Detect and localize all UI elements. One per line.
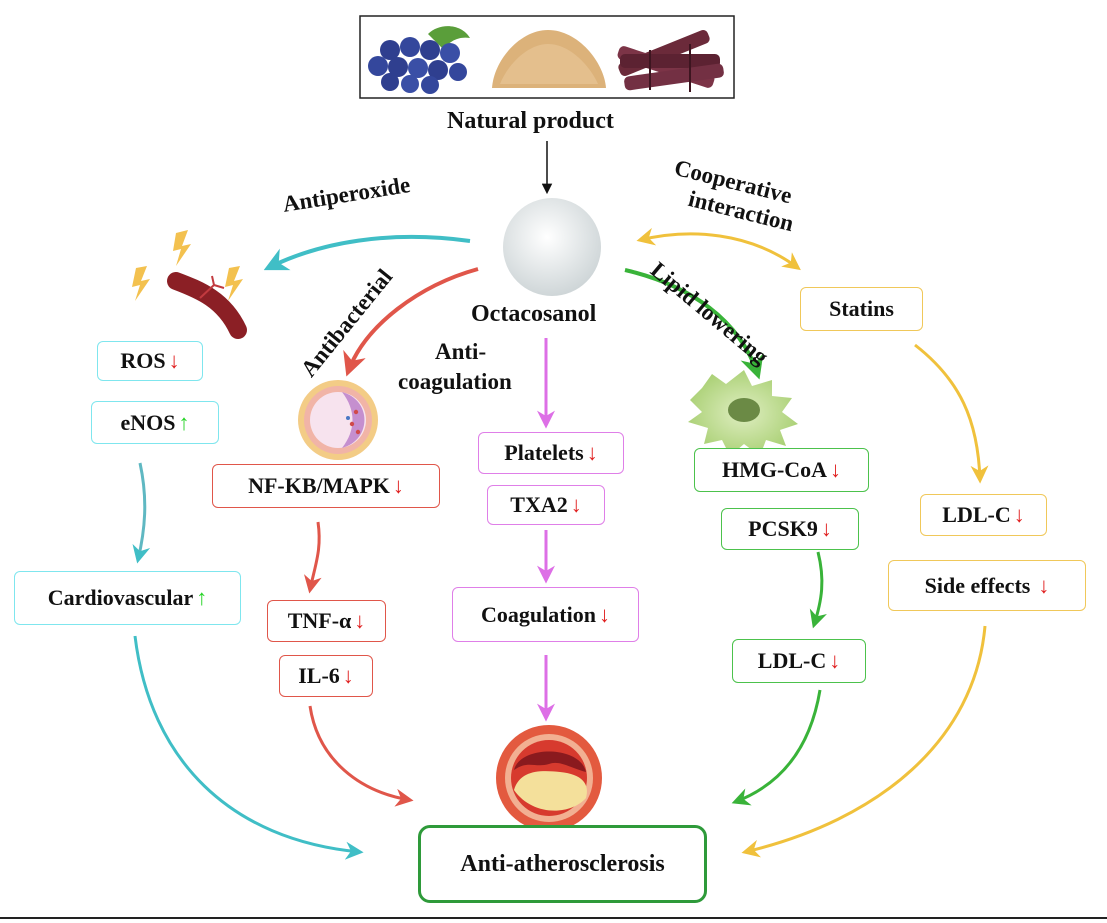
- enos-label: eNOS: [120, 409, 176, 435]
- arrow-lipid-lowering: [624, 268, 764, 380]
- il6-label: IL-6: [298, 663, 340, 688]
- ldlc-lipid-label: LDL-C: [757, 648, 827, 673]
- anticoagulation-label-line1: Anti-: [435, 339, 487, 364]
- ros-box: ROS↓: [97, 341, 203, 381]
- rice-bran-icon: [492, 30, 606, 88]
- nfkb-down-arrow-icon: ↓: [392, 473, 404, 498]
- hmg-coa-box: HMG-CoA↓: [694, 448, 869, 492]
- enos-box: eNOS↑: [91, 401, 219, 444]
- arrow-pcsk9-to-ldlc: [809, 551, 827, 629]
- cardiovascular-label: Cardiovascular: [47, 585, 194, 610]
- ros-label: ROS: [120, 348, 166, 373]
- natural-product-label: Natural product: [447, 108, 614, 134]
- liver-cell-icon: [688, 370, 798, 456]
- txa2-label: TXA2: [510, 492, 568, 517]
- arrow-il6-to-final: [308, 705, 414, 807]
- il6-down-arrow-icon: ↓: [342, 663, 354, 688]
- atherosclerotic-artery-icon: [496, 725, 602, 831]
- ldlc-statins-label: LDL-C: [942, 502, 1011, 527]
- octacosanol-powder-icon: [503, 198, 601, 296]
- ldlc-lipid-down-arrow-icon: ↓: [829, 648, 841, 673]
- cardiovascular-box: Cardiovascular↑: [14, 571, 241, 625]
- tnf-alpha-label: TNF-α: [287, 608, 352, 633]
- pcsk9-down-arrow-icon: ↓: [820, 516, 832, 541]
- arrow-cooperative-interaction: [636, 227, 801, 271]
- arrow-side-effects-to-final: [741, 625, 987, 858]
- grapes-icon: [368, 26, 470, 94]
- artery-cross-section-icon: [298, 380, 378, 460]
- statins-label: Statins: [829, 296, 894, 321]
- sugarcane-icon: [617, 30, 724, 92]
- tnf-down-arrow-icon: ↓: [354, 608, 366, 633]
- arrow-enos-to-cardiovascular: [132, 462, 151, 564]
- arrow-antiperoxide: [263, 234, 471, 271]
- arrow-antibacterial: [343, 267, 479, 377]
- txa2-box: TXA2↓: [487, 485, 605, 525]
- hmg-coa-down-arrow-icon: ↓: [830, 457, 842, 482]
- side-effects-box: Side effects ↓: [888, 560, 1086, 611]
- anti-atherosclerosis-box: Anti-atherosclerosis: [418, 825, 707, 903]
- ldlc-statins-box: LDL-C↓: [920, 494, 1047, 536]
- ldlc-lipid-box: LDL-C↓: [732, 639, 866, 683]
- anticoagulation-label-line2: coagulation: [398, 369, 512, 394]
- ldlc-statins-down-arrow-icon: ↓: [1013, 502, 1025, 527]
- arrow-cardiovascular-to-final: [133, 635, 364, 860]
- arrow-nfkb-to-tnf: [304, 521, 322, 594]
- side-effects-label: Side effects: [924, 572, 1031, 598]
- statins-box: Statins: [800, 287, 923, 331]
- side-effects-down-arrow-icon: ↓: [1038, 572, 1050, 598]
- tnf-alpha-box: TNF-α↓: [267, 600, 386, 642]
- platelets-label: Platelets: [504, 440, 584, 465]
- blood-vessel-lightning-icon: [132, 230, 247, 339]
- nfkb-mapk-box: NF-KB/MAPK↓: [212, 464, 440, 508]
- pcsk9-label: PCSK9: [748, 516, 818, 541]
- arrow-statins-to-ldlc: [914, 343, 989, 484]
- coagulation-down-arrow-icon: ↓: [598, 601, 610, 627]
- platelets-box: Platelets↓: [478, 432, 624, 474]
- hmg-coa-label: HMG-CoA: [721, 457, 828, 482]
- anti-atherosclerosis-label: Anti-atherosclerosis: [460, 850, 665, 877]
- coagulation-label: Coagulation: [481, 601, 596, 627]
- coagulation-box: Coagulation↓: [452, 587, 639, 642]
- octacosanol-label: Octacosanol: [471, 301, 597, 327]
- il6-box: IL-6↓: [279, 655, 373, 697]
- pcsk9-box: PCSK9↓: [721, 508, 859, 550]
- platelets-down-arrow-icon: ↓: [586, 440, 598, 465]
- natural-product-images: [359, 15, 735, 99]
- nfkb-mapk-label: NF-KB/MAPK: [248, 473, 390, 498]
- cardiovascular-up-arrow-icon: ↑: [196, 585, 208, 610]
- arrow-ldlc-to-final: [731, 689, 822, 806]
- enos-up-arrow-icon: ↑: [178, 409, 190, 435]
- txa2-down-arrow-icon: ↓: [570, 492, 582, 517]
- bottom-divider: [0, 917, 1107, 919]
- ros-down-arrow-icon: ↓: [168, 348, 180, 373]
